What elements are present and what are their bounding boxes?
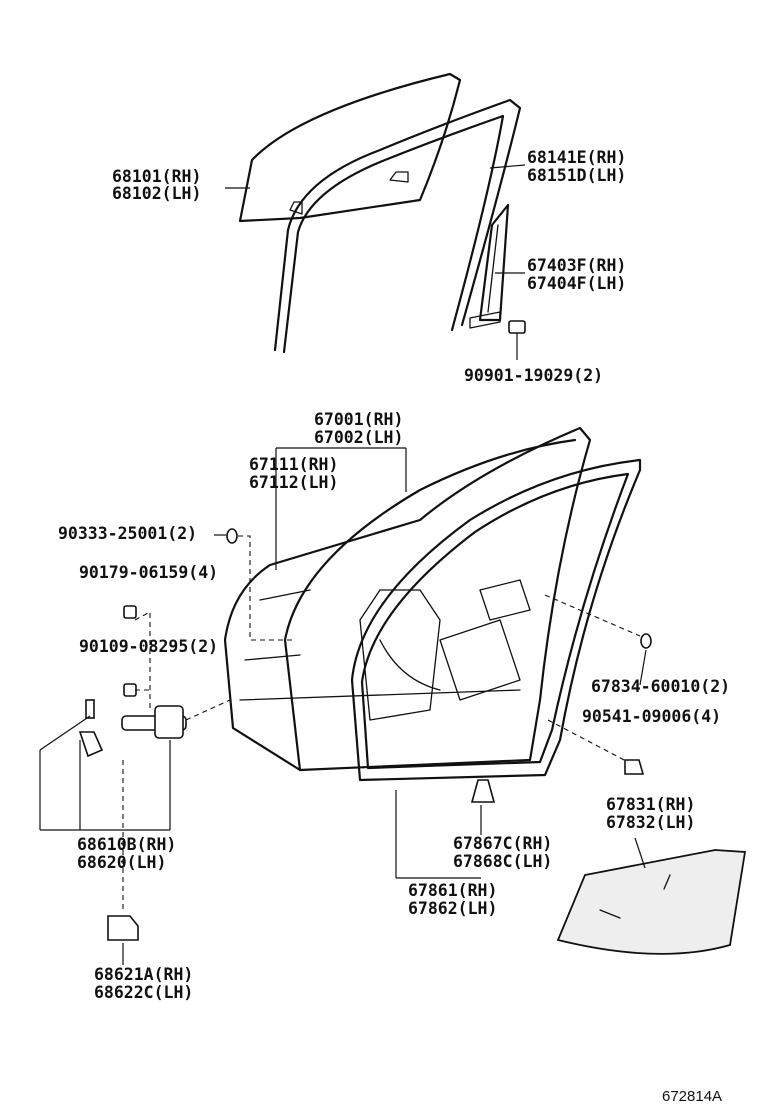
door-panel [223,426,592,772]
label-glass-rh: 68101(RH) [112,167,201,186]
label-hole-plug: 67834-60010(2) [591,677,730,696]
label-panel-sub-rh: 67111(RH) [249,455,338,474]
label-plug: 90333-25001(2) [58,524,197,543]
label-panel-sub-lh: 67112(LH) [249,473,338,492]
label-screw1: 90901-19029(2) [464,366,603,385]
alignment-lines [122,535,641,912]
plug-icon [226,528,652,649]
screw-icon [508,320,526,360]
label-glass-lh: 68102(LH) [112,184,201,203]
leader-lines [39,164,647,965]
service-hole-cover [556,849,747,955]
part-labels: 68101(RH) 68102(LH) 68141E(RH) 68151D(LH… [58,148,730,1105]
label-clip-rh: 67867C(RH) [453,834,552,853]
bolt-icon [123,605,137,697]
label-panel-rh: 67001(RH) [314,410,403,429]
label-clip-lh: 67868C(LH) [453,852,552,871]
door-glass [238,72,462,223]
door-seal [350,458,642,782]
door-check-icon [107,915,139,941]
label-check-rh: 68621A(RH) [94,965,193,984]
label-frame-lh: 67404F(LH) [527,274,626,293]
label-bolt: 90179-06159(4) [79,563,218,582]
label-hinge-lh: 68620(LH) [77,853,166,872]
label-cushion: 90541-09006(4) [582,707,721,726]
label-seal-lh: 67862(LH) [408,899,497,918]
label-seal-rh: 67861(RH) [408,881,497,900]
glass-run [273,98,522,354]
label-bolt2: 90109-08295(2) [79,637,218,656]
label-check-lh: 68622C(LH) [94,983,193,1002]
label-run-rh: 68141E(RH) [527,148,626,167]
label-sheet-lh: 67832(LH) [606,813,695,832]
label-sheet-rh: 67831(RH) [606,795,695,814]
hinge-icon [78,699,187,758]
label-frame-rh: 67403F(RH) [527,256,626,275]
label-panel-lh: 67002(LH) [314,428,403,447]
label-hinge-rh: 68610B(RH) [77,835,176,854]
clip-icon [470,779,496,803]
door-frame-bar [469,203,510,329]
cushion-icon [624,759,645,775]
reference-code: 672814A [662,1088,722,1105]
label-run-lh: 68151D(LH) [527,166,626,185]
